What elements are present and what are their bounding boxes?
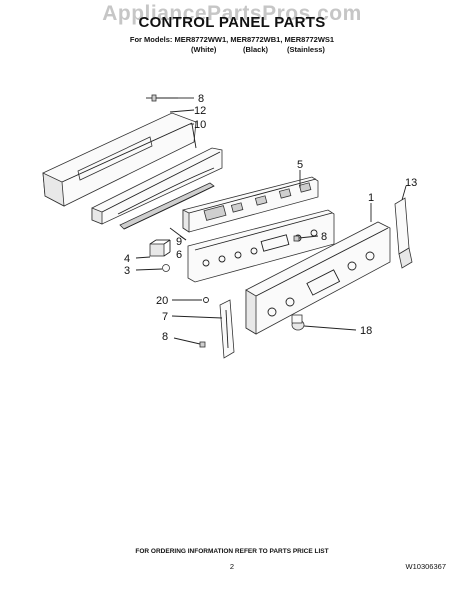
- callout-4: 4: [124, 253, 130, 265]
- callout-8-bottom: 8: [162, 331, 168, 343]
- callout-1: 1: [368, 192, 374, 204]
- variant-white: (White): [191, 45, 217, 54]
- part-rear-panel-12: [42, 112, 197, 207]
- part-control-back-panel: [187, 209, 335, 283]
- part-bracket-9: [119, 182, 215, 230]
- leader-lines: [135, 97, 407, 345]
- document-number: W10306367: [405, 562, 446, 571]
- part-knob-18: [291, 314, 305, 331]
- page-number: 2: [229, 562, 235, 571]
- variant-black: (Black): [243, 45, 269, 54]
- callout-7: 7: [162, 311, 168, 323]
- watermark: AppliancePartsPros.com: [102, 2, 362, 25]
- callout-5: 5: [297, 159, 303, 171]
- part-control-panel-1: [245, 221, 391, 335]
- part-side-bracket-7: [219, 299, 235, 359]
- ordering-note: FOR ORDERING INFORMATION REFER TO PARTS …: [135, 548, 329, 555]
- page-title: CONTROL PANEL PARTS: [138, 14, 326, 31]
- screw-icon: [293, 235, 300, 242]
- callout-10: 10: [194, 119, 206, 131]
- callout-20: 20: [156, 295, 168, 307]
- part-nut-3: [162, 264, 170, 272]
- variant-stainless: (Stainless): [287, 45, 325, 54]
- part-trim-10: [91, 147, 223, 225]
- callout-6: 6: [176, 249, 182, 261]
- callout-8-top: 8: [198, 93, 204, 105]
- callout-3: 3: [124, 265, 130, 277]
- callout-9: 9: [176, 236, 182, 248]
- screw-icon: [199, 341, 206, 348]
- part-console-5: [182, 176, 319, 233]
- callout-18: 18: [360, 325, 372, 337]
- callout-12: 12: [194, 105, 206, 117]
- models-line: For Models: MER8772WW1, MER8772WB1, MER8…: [129, 35, 335, 44]
- screw-icon: [203, 297, 209, 303]
- part-knob-4: [149, 239, 171, 257]
- part-end-cap-13: [394, 197, 413, 269]
- callout-8-mid: 8: [321, 231, 327, 243]
- screw-icon: [146, 94, 178, 102]
- callout-13: 13: [405, 177, 417, 189]
